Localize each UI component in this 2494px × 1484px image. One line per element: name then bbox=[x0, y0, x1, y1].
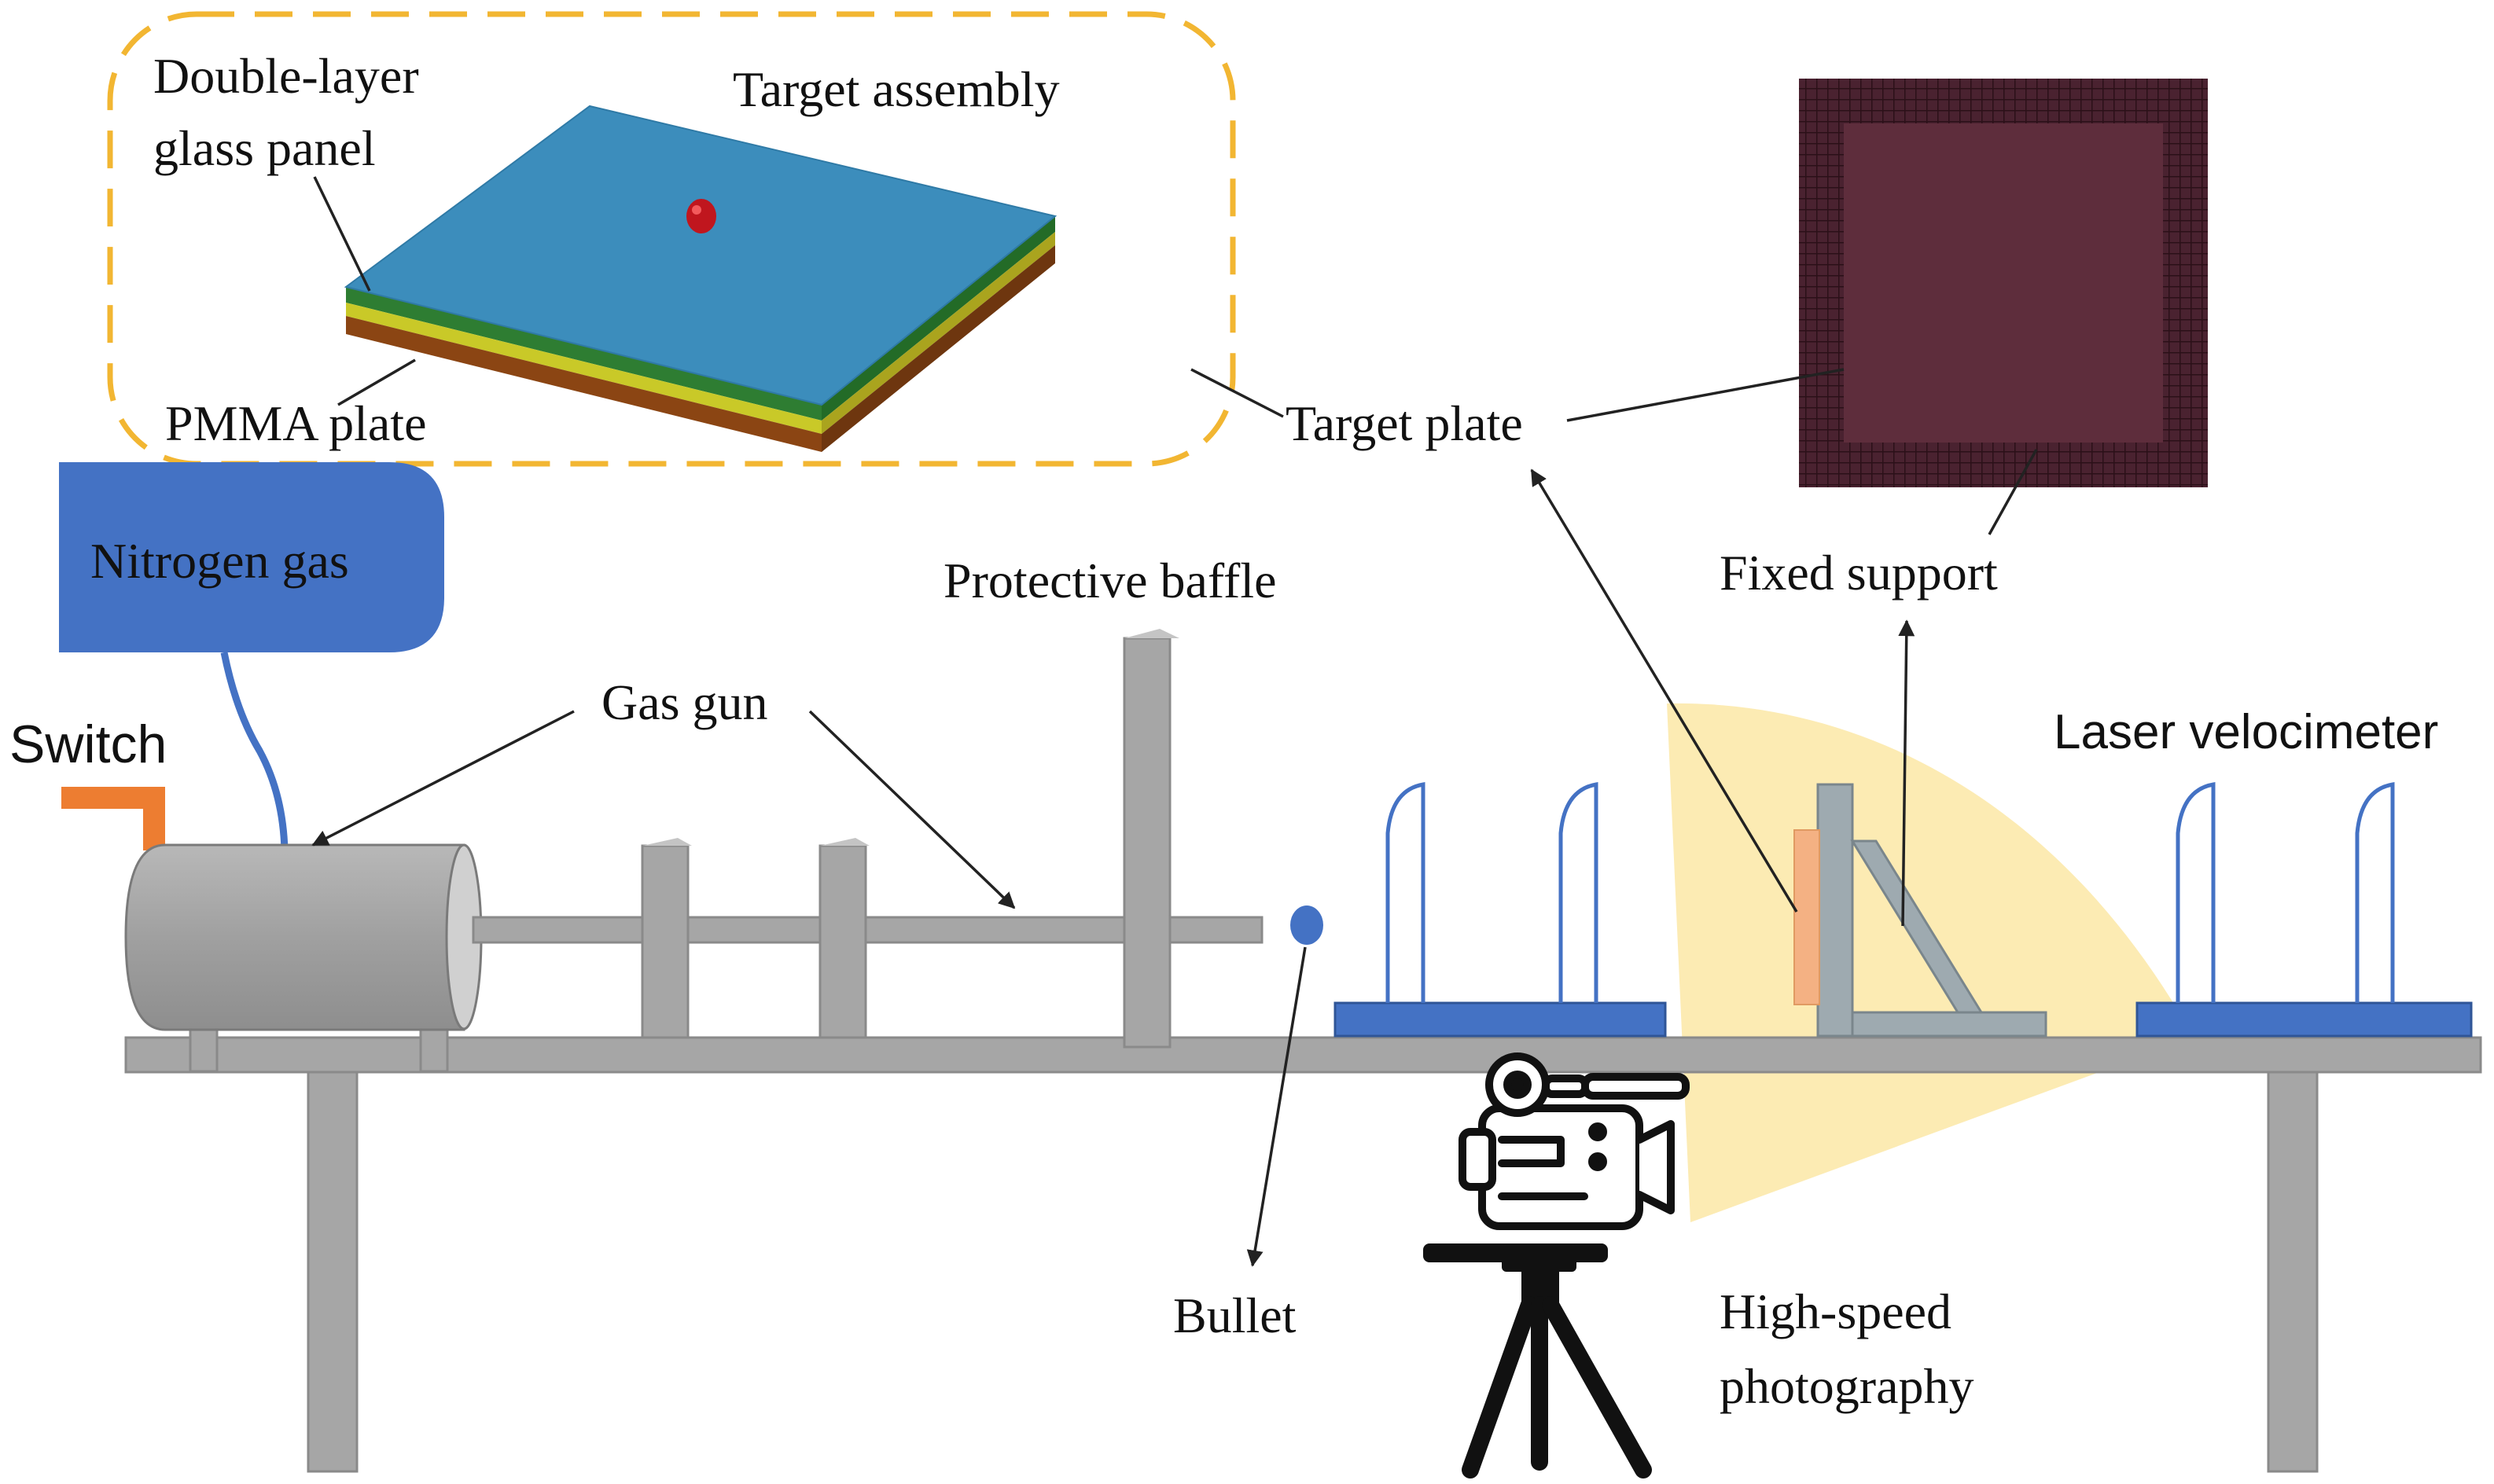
label-switch: Switch bbox=[9, 714, 167, 774]
nitrogen-gas-tank bbox=[59, 462, 444, 652]
target-assembly-plate bbox=[344, 105, 1058, 452]
label-pmma-plate: PMMA plate bbox=[165, 395, 426, 451]
label-double-layer-line1: Double-layer bbox=[153, 48, 419, 104]
label-target-assembly: Target assembly bbox=[733, 61, 1060, 117]
label-laser-velocimeter: Laser velocimeter bbox=[2054, 705, 2438, 759]
label-fixed-support: Fixed support bbox=[1720, 545, 1998, 601]
switch-handle bbox=[61, 787, 165, 850]
bullet bbox=[1290, 905, 1323, 945]
laser-velocimeter-left bbox=[1333, 782, 1667, 1038]
protective-baffle bbox=[1123, 629, 1179, 1049]
target-specimen bbox=[1793, 829, 1820, 1005]
label-bullet: Bullet bbox=[1173, 1287, 1297, 1343]
barrel-supports bbox=[641, 838, 870, 1039]
bullet-on-target bbox=[686, 199, 716, 233]
target-assembly-box bbox=[107, 11, 1236, 467]
label-double-layer-line2: glass panel bbox=[153, 120, 376, 176]
label-nitrogen-gas: Nitrogen gas bbox=[90, 533, 349, 589]
high-speed-camera-icon bbox=[1459, 1052, 1690, 1230]
tripod-icon bbox=[1423, 1243, 1652, 1478]
laser-velocimeter-right bbox=[2135, 782, 2473, 1038]
label-target-plate: Target plate bbox=[1286, 395, 1523, 451]
target-plate-mesh bbox=[1799, 79, 2208, 487]
label-gas-gun: Gas gun bbox=[601, 674, 768, 730]
fixed-support bbox=[1793, 783, 2047, 1038]
label-protective-baffle: Protective baffle bbox=[944, 553, 1277, 608]
label-high-speed-line2: photography bbox=[1720, 1358, 1974, 1414]
pointer-lines bbox=[311, 176, 2038, 1267]
gas-gun-chamber bbox=[124, 843, 483, 1073]
test-bench bbox=[124, 1036, 2482, 1473]
gas-hose bbox=[220, 652, 289, 851]
label-high-speed-line1: High-speed bbox=[1720, 1284, 1951, 1339]
